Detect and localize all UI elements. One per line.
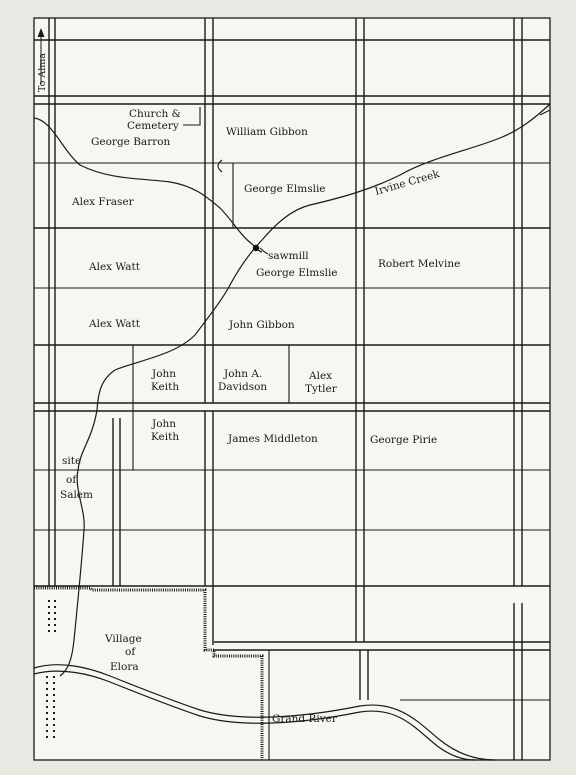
creek-tributary [33,117,263,253]
george-elmslie-label-1: George Elmslie [244,183,326,195]
sawmill-label: sawmill [268,250,309,262]
robert-melvine-label: Robert Melvine [378,258,460,270]
davidson-label-a: John A. [223,368,262,380]
map-frame [33,17,551,761]
elora-label-3: Elora [110,661,139,673]
john-keith-label-2b: Keith [151,431,179,443]
george-pirie-label: George Pirie [370,434,437,446]
church-label-2: Cemetery [127,120,179,132]
alex-fraser-label: Alex Fraser [71,196,135,208]
tytler-label-b: Tytler [305,383,338,395]
salem-label-3: Salem [60,489,93,501]
church-lot-marker [183,107,201,126]
grand-river-label: Grand River [272,713,338,725]
george-barron-label: George Barron [91,136,171,148]
elora-label-1: Village [104,633,142,645]
dotted-roads [46,600,56,740]
grand-river [33,664,496,761]
sawmill-marker [252,244,260,252]
church-label-1: Church & [129,108,181,120]
john-keith-label-1a: John [151,368,176,380]
john-keith-label-1b: Keith [151,381,179,393]
to-alma-label: To Alma [37,53,48,92]
alex-watt-label-1: Alex Watt [88,261,141,273]
north-arrow-icon [37,28,45,84]
irvine-creek [59,103,551,677]
vertical-roads [48,18,523,760]
elora-boundary [34,586,264,760]
elora-label-2: of [125,646,136,658]
john-keith-label-2a: John [151,418,176,430]
salem-label-2: of [66,474,77,486]
davidson-label-b: Davidson [218,381,267,393]
tytler-label-a: Alex [308,370,332,382]
john-gibbon-label: John Gibbon [228,319,295,331]
george-elmslie-label-2: George Elmslie [256,267,338,279]
james-middleton-label: James Middleton [227,433,318,445]
alex-watt-label-2: Alex Watt [88,318,141,330]
salem-label-1: site [62,455,81,467]
william-gibbon-label: William Gibbon [226,126,308,138]
side-road-bend [217,159,223,173]
